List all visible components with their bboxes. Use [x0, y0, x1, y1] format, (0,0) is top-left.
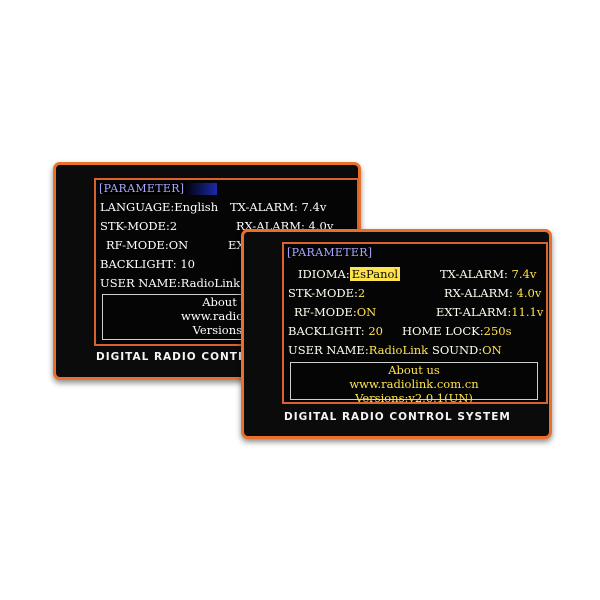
tx-alarm-field[interactable]: TX-ALARM: 7.4v: [230, 200, 327, 214]
rf-mode-field[interactable]: RF-MODE:ON: [106, 238, 189, 252]
sound-field[interactable]: SOUND:ON: [432, 343, 502, 357]
rx-alarm-field[interactable]: RX-ALARM: 4.0v: [444, 286, 542, 300]
rf-mode-field[interactable]: RF-MODE:ON: [294, 305, 377, 319]
about-box: About us www.radiolink.com.cn Versions:v…: [290, 362, 538, 402]
about-url: www.radiolink.com.cn: [349, 377, 479, 391]
back-lcd-screen: [PARAMETER] LANGUAGE:English TX-ALARM: 7…: [94, 178, 359, 346]
device-caption: DIGITAL RADIO CONTROL SYSTEM: [284, 411, 511, 423]
stk-mode-field[interactable]: STK-MODE:2: [288, 286, 366, 300]
parameter-title: [PARAMETER]: [99, 183, 217, 195]
about-version: Versions:v2.0.1(UN): [355, 391, 473, 404]
front-device-panel: [PARAMETER] IDIOMA:EsPanol TX-ALARM: 7.4…: [241, 229, 552, 439]
ext-alarm-field[interactable]: EXT-ALARM:11.1v: [436, 305, 544, 319]
idioma-value-highlighted[interactable]: EsPanol: [349, 267, 401, 281]
language-field[interactable]: LANGUAGE:English: [100, 200, 219, 214]
about-title: About us: [388, 363, 440, 377]
about-box: About us www.radiolink.c Versions:v2.: [102, 294, 354, 340]
about-title: About us: [202, 295, 254, 309]
tx-alarm-field[interactable]: TX-ALARM: 7.4v: [440, 267, 537, 281]
user-name-field[interactable]: USER NAME:RadioLink: [100, 276, 241, 290]
stk-mode-field[interactable]: STK-MODE:2: [100, 219, 178, 233]
idioma-field[interactable]: IDIOMA:EsPanol: [298, 267, 401, 281]
user-name-field[interactable]: USER NAME:RadioLink: [288, 343, 429, 357]
front-lcd-screen: [PARAMETER] IDIOMA:EsPanol TX-ALARM: 7.4…: [282, 242, 548, 404]
device-caption: DIGITAL RADIO CONTROL: [96, 351, 265, 363]
home-lock-field[interactable]: HOME LOCK:250s: [402, 324, 512, 338]
parameter-title: [PARAMETER]: [287, 246, 373, 259]
backlight-field[interactable]: BACKLIGHT: 20: [288, 324, 383, 338]
backlight-field[interactable]: BACKLIGHT: 10: [100, 257, 195, 271]
